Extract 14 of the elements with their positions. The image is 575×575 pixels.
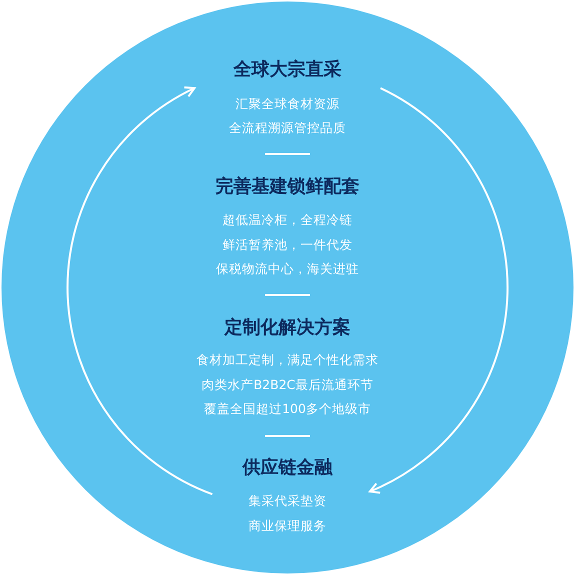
body-text: 鲜活暂养池，一件代发 bbox=[222, 237, 352, 253]
section-heading: 全球大宗直采 bbox=[234, 59, 342, 81]
body-text: 食材加工定制，满足个性化需求 bbox=[196, 352, 378, 368]
body-text: 汇聚全球食材资源 bbox=[236, 96, 340, 112]
section-heading: 定制化解决方案 bbox=[224, 317, 350, 339]
body-text: 全流程溯源管控品质 bbox=[229, 120, 346, 136]
body-text: 超低温冷柜，全程冷链 bbox=[222, 212, 352, 228]
body-text: 覆盖全国超过100多个地级市 bbox=[204, 401, 371, 417]
body-text: 肉类水产B2B2C最后流通环节 bbox=[202, 377, 374, 393]
body-text: 商业保理服务 bbox=[248, 518, 326, 534]
section-heading: 完善基建锁鲜配套 bbox=[216, 176, 360, 198]
body-text: 集采代采垫资 bbox=[248, 493, 326, 509]
section-heading: 供应链金融 bbox=[242, 457, 332, 479]
body-text: 保税物流中心，海关进驻 bbox=[216, 261, 359, 277]
